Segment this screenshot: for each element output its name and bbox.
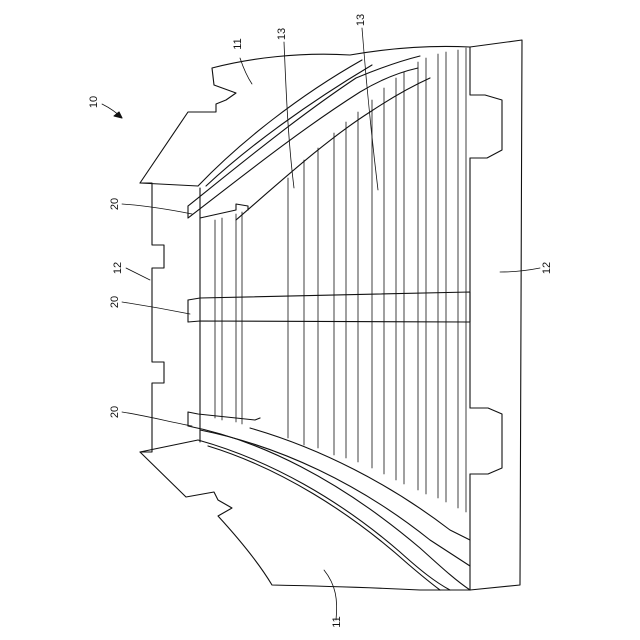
leader-left-plate <box>126 268 150 280</box>
bottom-side-panel <box>140 440 470 590</box>
bottom-curved-rail <box>188 412 470 590</box>
label-side-panel-top: 11 <box>232 38 244 49</box>
label-base-plate-right: 12 <box>541 262 553 274</box>
label-assembly: 10 <box>88 96 100 108</box>
leader-right-plate <box>500 268 540 272</box>
middle-rib <box>188 292 470 322</box>
leader-bottom-panel <box>324 570 337 620</box>
leader-rib-middle <box>122 302 190 314</box>
label-curved-rail-left: 13 <box>276 28 288 40</box>
leader-rail-left <box>284 42 294 188</box>
assembly-arrow <box>102 104 122 118</box>
label-side-panel-bottom: 11 <box>331 616 343 627</box>
labels: 10 11 13 13 20 12 20 20 11 12 <box>88 14 553 628</box>
vertical-slats <box>215 48 466 512</box>
top-curved-rail <box>188 56 430 220</box>
label-curved-rail-right: 13 <box>355 14 367 26</box>
label-base-plate-left: 12 <box>112 262 124 274</box>
label-rib-bottom: 20 <box>109 406 121 418</box>
leader-rib-top <box>122 204 192 214</box>
right-base-plate <box>470 40 522 590</box>
label-rib-top: 20 <box>109 198 121 210</box>
label-rib-middle: 20 <box>109 296 121 308</box>
left-base-plate <box>140 183 200 452</box>
top-side-panel <box>140 46 470 186</box>
leader-rib-bottom <box>122 412 192 426</box>
